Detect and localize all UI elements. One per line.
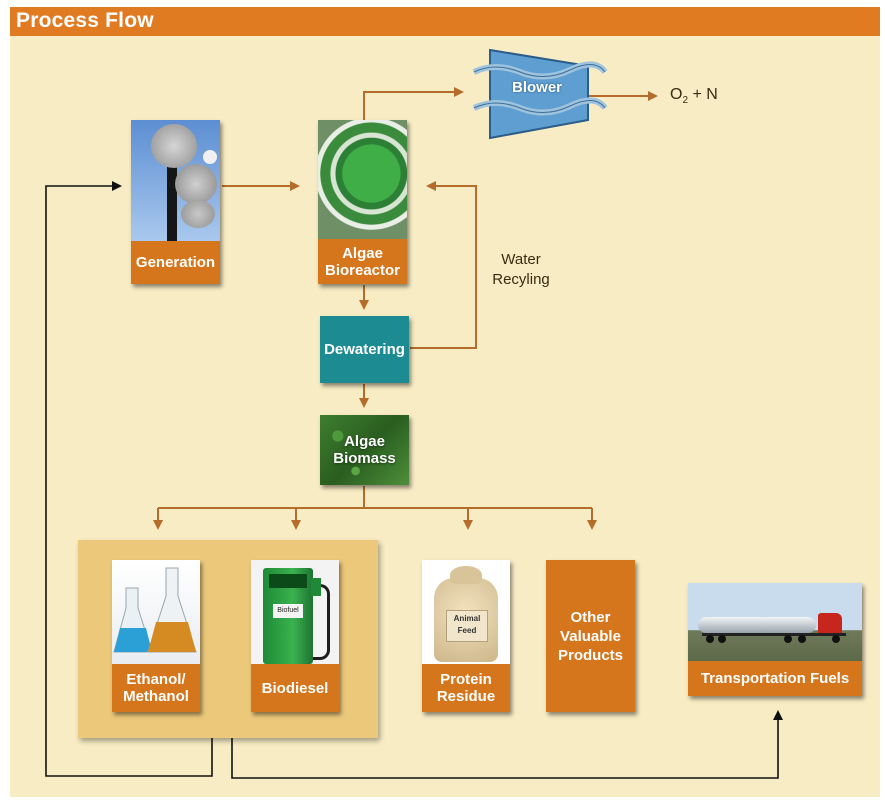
biodiesel-label: Biodiesel bbox=[251, 664, 339, 712]
other-products-node: Other Valuable Products bbox=[546, 560, 635, 712]
tanker-truck-image bbox=[688, 583, 862, 661]
page-title: Process Flow bbox=[16, 9, 154, 32]
header-bar bbox=[10, 7, 880, 36]
flasks-image bbox=[112, 560, 200, 664]
animal-feed-tag: Animal Feed bbox=[446, 610, 488, 642]
smokestack-image bbox=[131, 120, 220, 241]
water-recycling-label: Water Recyling bbox=[492, 251, 550, 288]
bioreactor-image bbox=[318, 120, 407, 239]
arrow-to-transportation bbox=[231, 710, 783, 779]
transportation-fuels-label: Transportation Fuels bbox=[688, 661, 862, 696]
other-products-label: Other Valuable Products bbox=[557, 608, 623, 664]
protein-residue-node: Animal Feed Protein Residue bbox=[422, 560, 510, 712]
algae-bioreactor-node: Algae Bioreactor bbox=[318, 120, 407, 284]
output-label: O2 + N bbox=[670, 86, 718, 106]
dewatering-label: Dewatering bbox=[324, 341, 405, 358]
fuel-pump-image: Biofuel bbox=[251, 560, 339, 664]
animal-feed-sack-image: Animal Feed bbox=[422, 560, 510, 664]
algae-biomass-node: Algae Biomass bbox=[320, 415, 409, 485]
ethanol-label: Ethanol/ Methanol bbox=[112, 664, 200, 712]
dewatering-node: Dewatering bbox=[320, 316, 409, 383]
output-o2: O bbox=[670, 86, 683, 103]
flask-icon bbox=[113, 567, 197, 653]
blower-label: Blower bbox=[512, 79, 563, 96]
arrow-bioreactor-to-blower bbox=[363, 87, 464, 120]
biodiesel-node: Biofuel Biodiesel bbox=[251, 560, 339, 712]
arrow-water-recycling bbox=[410, 181, 477, 349]
generation-label: Generation bbox=[131, 241, 220, 284]
output-rest: + N bbox=[688, 86, 718, 103]
blower-icon bbox=[472, 48, 608, 140]
output-subscript: 2 bbox=[682, 95, 689, 107]
biofuel-sign: Biofuel bbox=[273, 604, 303, 618]
algae-bioreactor-label: Algae Bioreactor bbox=[318, 239, 407, 284]
ethanol-node: Ethanol/ Methanol bbox=[112, 560, 200, 712]
transportation-fuels-node: Transportation Fuels bbox=[688, 583, 862, 696]
protein-residue-label: Protein Residue bbox=[422, 664, 510, 712]
generation-node: Generation bbox=[131, 120, 220, 284]
arrow-feedback-to-generation bbox=[45, 181, 213, 777]
algae-biomass-label: Algae Biomass bbox=[333, 433, 396, 467]
